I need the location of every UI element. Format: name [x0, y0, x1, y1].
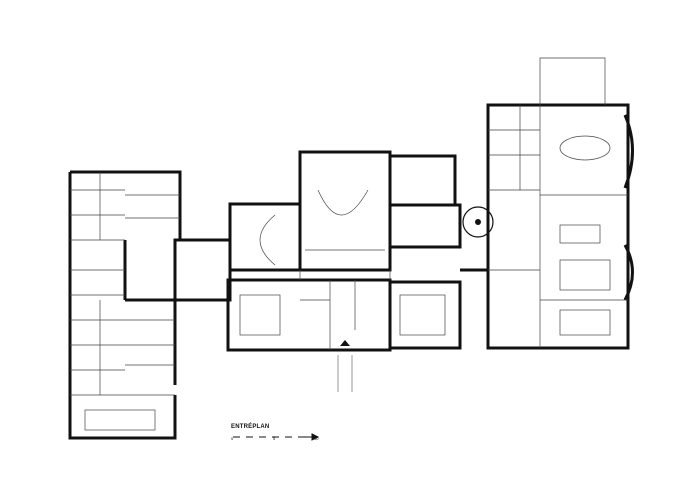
interior-lines — [70, 57, 628, 431]
right-wing — [486, 103, 630, 350]
entrance-hall — [226, 278, 392, 352]
bay-window-bottom — [623, 244, 634, 301]
scale-tick-5: 5 — [273, 436, 276, 441]
entrance-arrow — [340, 340, 350, 346]
meeting-room — [228, 202, 302, 272]
bay-window-top — [623, 114, 634, 189]
service-rooms — [388, 203, 462, 249]
lower-right-room — [388, 280, 462, 350]
annex — [390, 154, 457, 207]
left-wing — [68, 170, 182, 440]
scale-tick-0: 0 — [231, 436, 234, 441]
scale-tick-10: 10 — [314, 436, 319, 441]
entrance-path — [337, 355, 353, 392]
spiral-staircase — [462, 206, 494, 238]
plan-title: ENTRÉPLAN — [231, 424, 270, 430]
connector-corridor — [173, 238, 232, 302]
scale-bar — [233, 433, 320, 441]
walls — [68, 103, 634, 440]
central-hall — [298, 150, 392, 272]
